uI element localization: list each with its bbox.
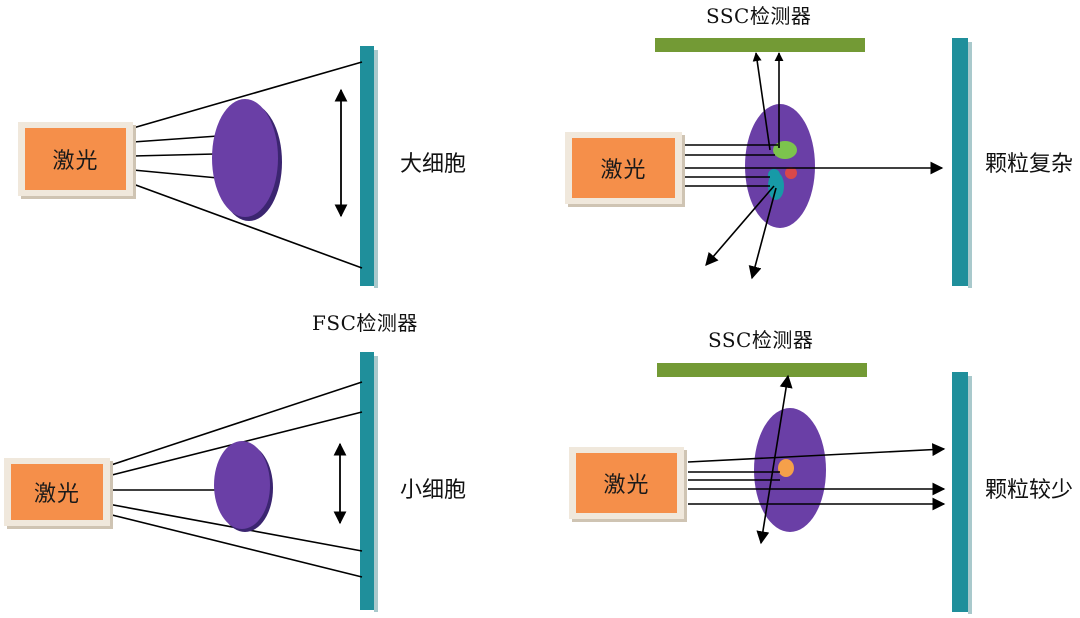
laser-source-top-right: 激光 (565, 132, 682, 204)
ssc-detector-label: SSC检测器 (706, 4, 812, 28)
fsc-detector-bar (952, 38, 968, 286)
laser-box: 激光 (11, 464, 103, 520)
scatter-line (107, 381, 363, 467)
laser-label: 激光 (52, 149, 99, 174)
fsc-detector-label: FSC检测器 (312, 311, 418, 335)
granule-red (785, 167, 797, 179)
large-cell (212, 99, 278, 217)
granule-teal (768, 169, 780, 181)
scatter-line (132, 183, 363, 269)
laser-source-bottom-left: 激光 (4, 458, 110, 526)
scatter-line (132, 169, 219, 179)
laser-box: 激光 (25, 128, 126, 190)
scatter-line (132, 135, 219, 143)
low-granularity-label: 颗粒较少 (985, 478, 1074, 503)
scatter-line (107, 513, 363, 578)
side-scatter-arrow (752, 52, 771, 151)
granule-green (773, 141, 797, 159)
laser-source-bottom-right: 激光 (569, 447, 684, 519)
panel-bottom-right (657, 363, 972, 614)
fsc-detector-shadow (374, 50, 378, 288)
side-scatter-double-arrow (756, 374, 793, 545)
ssc-detector-bar (655, 38, 865, 52)
granule-orange (778, 459, 794, 477)
laser-label: 激光 (603, 473, 650, 498)
small-cell (214, 441, 270, 529)
scatter-line (132, 61, 363, 129)
fsc-detector-bar (360, 352, 374, 610)
fsc-detector-bar (360, 46, 374, 286)
scatter-line (132, 153, 216, 157)
laser-label: 激光 (33, 482, 80, 507)
granular-cell (745, 104, 815, 228)
fsc-detector-bar (952, 372, 968, 612)
laser-box: 激光 (576, 453, 677, 513)
laser-box: 激光 (572, 138, 675, 198)
panel-top-right (655, 38, 972, 288)
scatter-down-arrow (705, 185, 775, 266)
complex-granularity-label: 颗粒复杂 (985, 152, 1074, 177)
fsc-detector-shadow (968, 376, 972, 614)
laser-label: 激光 (600, 158, 647, 183)
panel-bottom-left (107, 352, 378, 612)
ssc-detector-label: SSC检测器 (708, 328, 814, 352)
forward-scatter-lines (132, 61, 363, 269)
panel-top-left (132, 46, 378, 288)
scatter-down-arrow (748, 187, 777, 280)
small-cell-label: 小细胞 (400, 478, 467, 503)
laser-source-top-left: 激光 (18, 122, 133, 196)
ssc-detector-bar (657, 363, 867, 377)
forward-scatter-arrow (687, 443, 946, 463)
large-cell-label: 大细胞 (400, 152, 467, 177)
fsc-detector-shadow (968, 42, 972, 288)
fsc-detector-shadow (374, 356, 378, 612)
incident-beam-lines (684, 144, 778, 187)
